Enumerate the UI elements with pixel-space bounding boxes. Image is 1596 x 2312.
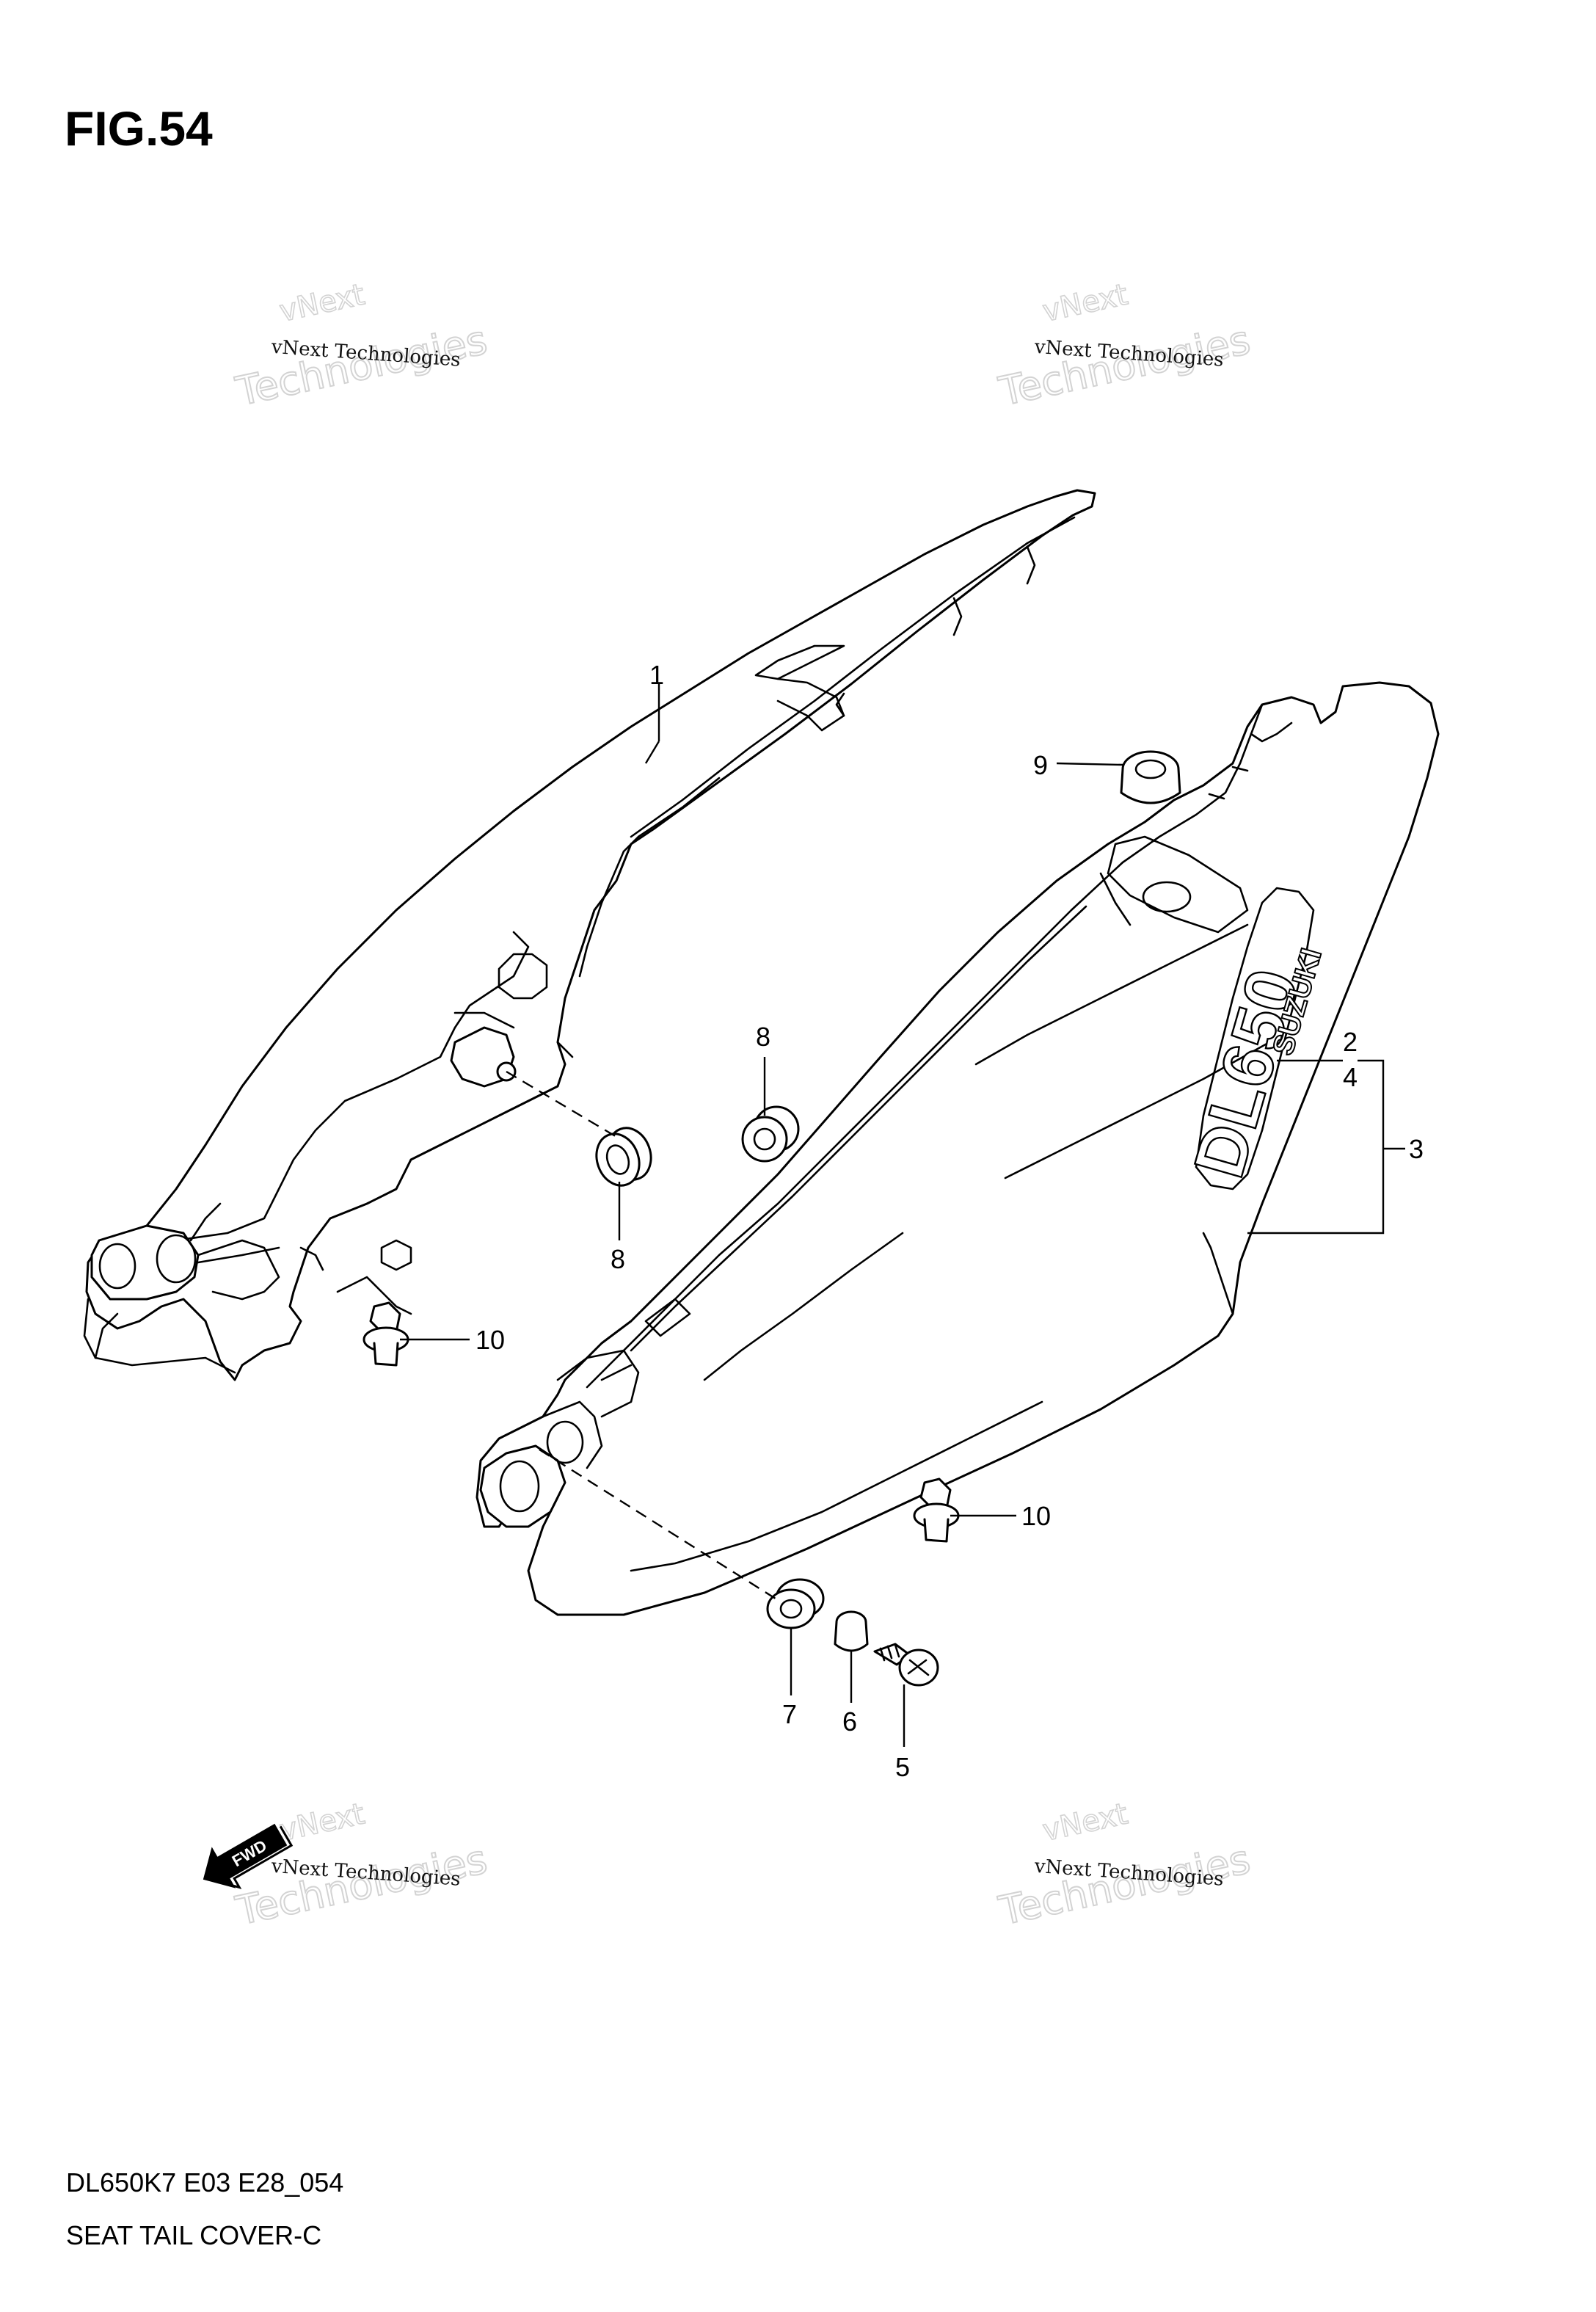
diagram-code: DL650K7 E03 E28_054 [66, 2167, 343, 2198]
watermark-bottom-left: vNext Technologies vNext Technologies [231, 1797, 492, 1935]
fwd-arrow-icon: FWD [203, 1823, 294, 1889]
callout-7: 7 [782, 1699, 797, 1729]
watermark-big-word: vNext [277, 1797, 368, 1847]
clip-part-10-left [362, 1301, 409, 1367]
callout-3: 3 [1409, 1134, 1424, 1164]
callout-labels: 1 2 3 4 5 6 7 8 8 9 10 10 [475, 660, 1424, 1782]
grommet-part-8-center [741, 1105, 800, 1163]
watermark-big-word: vNext [1040, 277, 1131, 328]
right-tail-cover-part: DL650 SUZUKI [475, 681, 1440, 1616]
grommet-part-8-left [595, 1127, 652, 1187]
grommet-part-7 [766, 1578, 825, 1629]
callout-5: 5 [895, 1752, 910, 1782]
collar-part-6 [834, 1610, 869, 1652]
watermark-top-right: vNext Technologies vNext Technologies [994, 277, 1255, 416]
watermark-big-word: vNext [1040, 1797, 1131, 1847]
watermark-top-left: vNext Technologies vNext Technologies [231, 277, 492, 416]
callout-1: 1 [649, 660, 664, 690]
diagram-caption: SEAT TAIL COVER-C [66, 2220, 321, 2250]
callout-8-left: 8 [611, 1244, 625, 1274]
grommet-part-9 [1120, 750, 1181, 804]
callout-8-center: 8 [756, 1022, 770, 1052]
callout-2: 2 [1343, 1027, 1358, 1057]
bolt-part-5 [873, 1643, 939, 1687]
callout-4: 4 [1343, 1062, 1358, 1092]
watermark-big-word: vNext [277, 277, 368, 328]
leader-lines [400, 683, 1405, 1747]
callout-10-left: 10 [475, 1325, 505, 1355]
callout-9: 9 [1033, 750, 1048, 780]
left-tail-cover-part [83, 489, 1096, 1381]
callout-6: 6 [842, 1706, 857, 1737]
clip-part-10-right [913, 1477, 960, 1543]
watermark-bottom-right: vNext Technologies vNext Technologies [994, 1797, 1255, 1935]
callout-10-right: 10 [1021, 1501, 1051, 1531]
figure-title: FIG.54 [65, 101, 213, 156]
